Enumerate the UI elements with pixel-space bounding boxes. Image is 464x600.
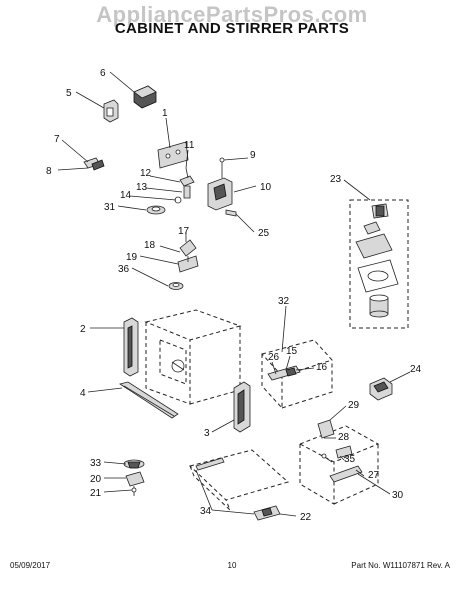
callout-26: 26 bbox=[268, 352, 280, 363]
footer-page-number: 10 bbox=[227, 561, 237, 570]
callout-34: 34 bbox=[200, 506, 212, 517]
callout-24: 24 bbox=[410, 364, 422, 375]
part-5-drawing bbox=[103, 99, 119, 123]
footer-part-number: Part No. W11107871 Rev. A bbox=[351, 561, 450, 570]
callout-19: 19 bbox=[126, 252, 138, 263]
callout-35: 35 bbox=[344, 454, 356, 465]
part-7-8-drawing bbox=[83, 157, 105, 171]
callout-1: 1 bbox=[162, 108, 168, 119]
leader-lines bbox=[57, 71, 411, 517]
callout-25: 25 bbox=[258, 228, 270, 239]
callout-29: 29 bbox=[348, 400, 360, 411]
oven-cavity-drawing bbox=[144, 309, 242, 405]
callout-7: 7 bbox=[54, 134, 60, 145]
callout-labels: 6 5 1 7 11 9 8 12 10 13 14 31 23 25 17 1… bbox=[46, 68, 422, 523]
callout-15: 15 bbox=[286, 346, 298, 357]
callout-27: 27 bbox=[368, 470, 380, 481]
callout-4: 4 bbox=[80, 388, 86, 399]
callout-36: 36 bbox=[118, 264, 130, 275]
callout-14: 14 bbox=[120, 190, 132, 201]
footer-date: 05/09/2017 bbox=[10, 561, 51, 570]
callout-13: 13 bbox=[136, 182, 148, 193]
callout-9: 9 bbox=[250, 150, 256, 161]
part-36-drawing bbox=[168, 282, 184, 290]
callout-16: 16 bbox=[316, 362, 328, 373]
part-23-assembly-box bbox=[349, 199, 409, 329]
part-3-drawing bbox=[233, 381, 251, 433]
part-4-drawing bbox=[119, 381, 179, 419]
callout-21: 21 bbox=[90, 488, 102, 499]
part-22-drawing bbox=[253, 505, 281, 521]
callout-6: 6 bbox=[100, 68, 106, 79]
part-31-drawing bbox=[146, 205, 166, 215]
watermark: AppliancePartsPros.com bbox=[96, 2, 368, 27]
part-17-19-drawing bbox=[177, 239, 199, 273]
callout-2: 2 bbox=[80, 324, 86, 335]
part-2-drawing bbox=[123, 317, 139, 377]
callout-33: 33 bbox=[90, 458, 102, 469]
callout-23: 23 bbox=[330, 174, 342, 185]
callout-30: 30 bbox=[392, 490, 404, 501]
callout-10: 10 bbox=[260, 182, 272, 193]
part-34-drawing bbox=[188, 449, 290, 511]
callout-11: 11 bbox=[184, 140, 195, 151]
callout-22: 22 bbox=[300, 512, 312, 523]
part-11-14-drawing bbox=[174, 167, 195, 204]
callout-8: 8 bbox=[46, 166, 52, 177]
part-24-drawing bbox=[369, 377, 393, 401]
part-9-10-drawing bbox=[207, 157, 237, 217]
part-1-drawing bbox=[157, 141, 189, 169]
callout-20: 20 bbox=[90, 474, 102, 485]
callout-5: 5 bbox=[66, 88, 72, 99]
callout-12: 12 bbox=[140, 168, 152, 179]
part-6-drawing bbox=[133, 85, 157, 109]
page-title: CABINET AND STIRRER PARTS bbox=[114, 20, 350, 37]
callout-32: 32 bbox=[278, 296, 290, 307]
callout-18: 18 bbox=[144, 240, 156, 251]
callout-31: 31 bbox=[104, 202, 116, 213]
callout-17: 17 bbox=[178, 226, 190, 237]
callout-3: 3 bbox=[204, 428, 210, 439]
part-27-30-assembly bbox=[298, 419, 380, 505]
callout-28: 28 bbox=[338, 432, 350, 443]
